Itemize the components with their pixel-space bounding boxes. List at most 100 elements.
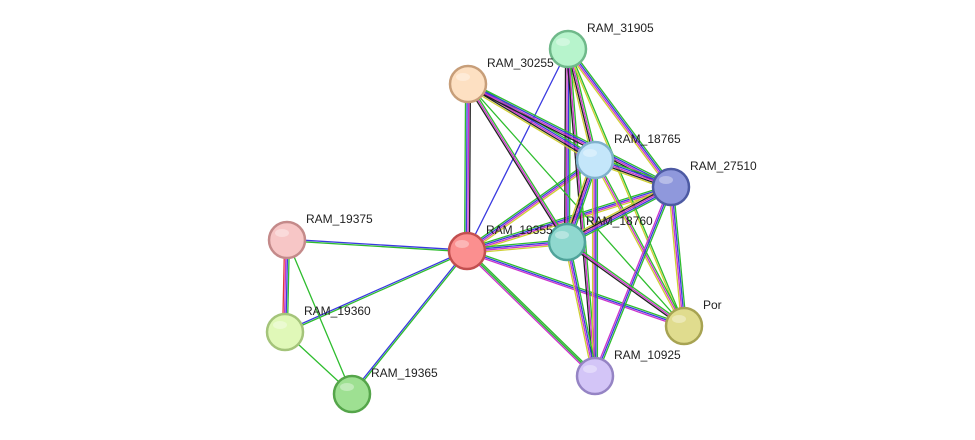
edge-strand	[565, 184, 671, 242]
edge-strand	[466, 84, 672, 189]
edge-strand	[467, 82, 673, 187]
node-circle[interactable]	[547, 222, 587, 262]
node-RAM_27510[interactable]: RAM_27510	[651, 159, 757, 207]
edge-strand	[466, 250, 596, 377]
edge-strand	[466, 185, 672, 251]
edge-RAM_19355-RAM_30255	[463, 83, 472, 252]
edge-strand	[465, 251, 595, 378]
edge-strand	[468, 81, 597, 160]
edge-strand	[567, 47, 673, 188]
edge-strand	[594, 186, 672, 377]
node-RAM_30255[interactable]: RAM_30255	[448, 56, 554, 104]
node-circle[interactable]	[332, 374, 372, 414]
edge-strand	[565, 241, 595, 377]
node-circle[interactable]	[265, 312, 305, 352]
node-highlight	[556, 38, 570, 46]
edge-strand	[467, 83, 470, 252]
edge-strand	[567, 241, 597, 377]
node-RAM_10925[interactable]: RAM_10925	[575, 348, 681, 396]
node-RAM_19375[interactable]: RAM_19375	[267, 212, 373, 260]
node-RAM_19365[interactable]: RAM_19365	[332, 366, 438, 414]
node-circle[interactable]	[548, 29, 588, 69]
edge-strand	[465, 83, 468, 252]
node-Por[interactable]: Por	[664, 298, 722, 346]
edge-strand	[566, 186, 672, 243]
node-label: RAM_18760	[586, 214, 653, 228]
edge-RAM_18760-RAM_10925	[564, 240, 598, 378]
edge-strand	[465, 84, 567, 244]
edge-strand	[286, 238, 468, 251]
edge-strand	[467, 249, 597, 376]
edge-strand	[667, 186, 683, 327]
nodes-layer: RAM_31905RAM_30255RAM_18765RAM_27510RAM_…	[265, 21, 757, 414]
node-circle[interactable]	[448, 64, 488, 104]
edge-RAM_27510-Por	[667, 186, 688, 327]
edge-RAM_19355-RAM_19360	[284, 249, 468, 334]
node-label: RAM_27510	[690, 159, 757, 173]
edge-strand	[284, 251, 468, 334]
edge-strand	[567, 240, 686, 326]
edge-strand	[595, 158, 687, 326]
node-highlight	[273, 321, 287, 329]
edge-strand	[568, 240, 598, 377]
edge-RAM_18760-Por	[565, 240, 686, 328]
edge-RAM_19355-RAM_19365	[350, 249, 469, 396]
node-highlight	[555, 231, 569, 239]
edge-strand	[567, 189, 674, 246]
edge-strand	[669, 186, 684, 327]
edge-RAM_27510-RAM_10925	[592, 185, 674, 378]
edge-strand	[466, 48, 569, 252]
node-highlight	[275, 229, 289, 237]
edge-strand	[569, 46, 674, 187]
edge-RAM_19355-RAM_19375	[286, 238, 468, 253]
node-circle[interactable]	[575, 140, 615, 180]
edge-RAM_19355-RAM_31905	[466, 48, 569, 252]
edge-RAM_30255-RAM_18760	[465, 82, 570, 244]
edge-RAM_19375-RAM_19365	[286, 239, 353, 395]
node-highlight	[340, 383, 354, 391]
edge-strand	[672, 186, 688, 327]
edge-strand	[467, 161, 598, 254]
node-label: RAM_19360	[304, 304, 371, 318]
edge-strand	[286, 240, 468, 253]
node-circle[interactable]	[267, 220, 307, 260]
node-circle[interactable]	[664, 306, 704, 346]
edge-RAM_19355-RAM_10925	[466, 250, 596, 377]
node-circle[interactable]	[575, 356, 615, 396]
node-RAM_19360[interactable]: RAM_19360	[265, 304, 371, 352]
edge-strand	[564, 241, 594, 378]
edge-strand	[466, 160, 597, 253]
edge-strand	[566, 48, 672, 189]
edge-strand	[468, 82, 570, 242]
edge-RAM_19355-RAM_18765	[464, 157, 598, 254]
edge-RAM_31905-Por	[566, 48, 686, 327]
edge-strand	[350, 249, 468, 395]
edge-strand	[566, 241, 685, 327]
node-highlight	[583, 365, 597, 373]
edge-RAM_31905-RAM_27510	[565, 46, 674, 190]
node-circle[interactable]	[651, 167, 691, 207]
edge-strand	[467, 83, 596, 161]
node-RAM_19355[interactable]: RAM_19355	[447, 223, 553, 271]
node-highlight	[672, 315, 686, 323]
node-highlight	[456, 73, 470, 81]
node-label: RAM_30255	[487, 56, 554, 70]
edge-RAM_27510-RAM_18760	[564, 183, 674, 246]
edge-strand	[567, 48, 596, 377]
edge-strand	[595, 186, 674, 378]
edge-strand	[564, 183, 671, 240]
node-circle[interactable]	[447, 231, 487, 271]
node-RAM_31905[interactable]: RAM_31905	[548, 21, 654, 69]
node-label: RAM_19355	[486, 223, 553, 237]
edge-strand	[284, 249, 468, 332]
edge-strand	[592, 160, 684, 328]
edge-strand	[594, 159, 685, 327]
edge-strand	[566, 48, 684, 327]
edge-strand	[351, 250, 469, 396]
node-RAM_18765[interactable]: RAM_18765	[575, 132, 681, 180]
edge-strand	[463, 83, 467, 252]
edge-strand	[567, 187, 673, 245]
node-RAM_18760[interactable]: RAM_18760	[547, 214, 653, 262]
node-label: Por	[703, 298, 722, 312]
